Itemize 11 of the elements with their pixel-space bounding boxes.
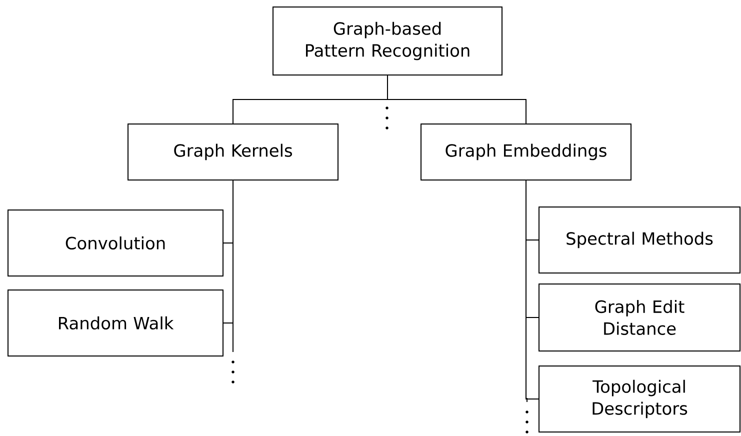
category-box: Graph Kernels <box>128 123 338 180</box>
category-box: Topological Descriptors <box>538 365 740 432</box>
category-box: Graph-based Pattern Recognition <box>272 6 502 76</box>
connector-line <box>387 74 526 124</box>
category-box: Graph Edit Distance <box>538 283 740 352</box>
category-box: Spectral Methods <box>538 206 740 274</box>
connector-line <box>223 180 234 324</box>
category-box: Convolution <box>8 209 224 276</box>
category-box: Random Walk <box>8 289 224 356</box>
connector-line <box>526 180 539 400</box>
category-box: Graph Embeddings <box>420 123 632 180</box>
